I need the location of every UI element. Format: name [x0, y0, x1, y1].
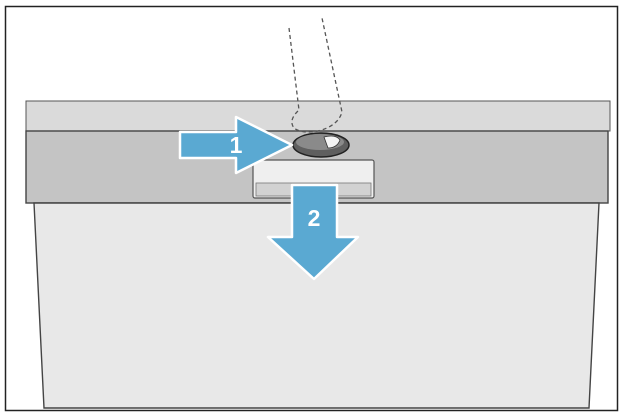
dishwasher-door: [33, 202, 600, 409]
door-latch: [292, 132, 350, 158]
step-1-label: 1: [230, 132, 243, 158]
step-2-arrow: 2: [266, 183, 360, 281]
step-2-label: 2: [308, 205, 321, 231]
countertop: [25, 100, 611, 132]
finger-outline: [288, 17, 343, 133]
step-1-arrow: 1: [178, 115, 294, 175]
